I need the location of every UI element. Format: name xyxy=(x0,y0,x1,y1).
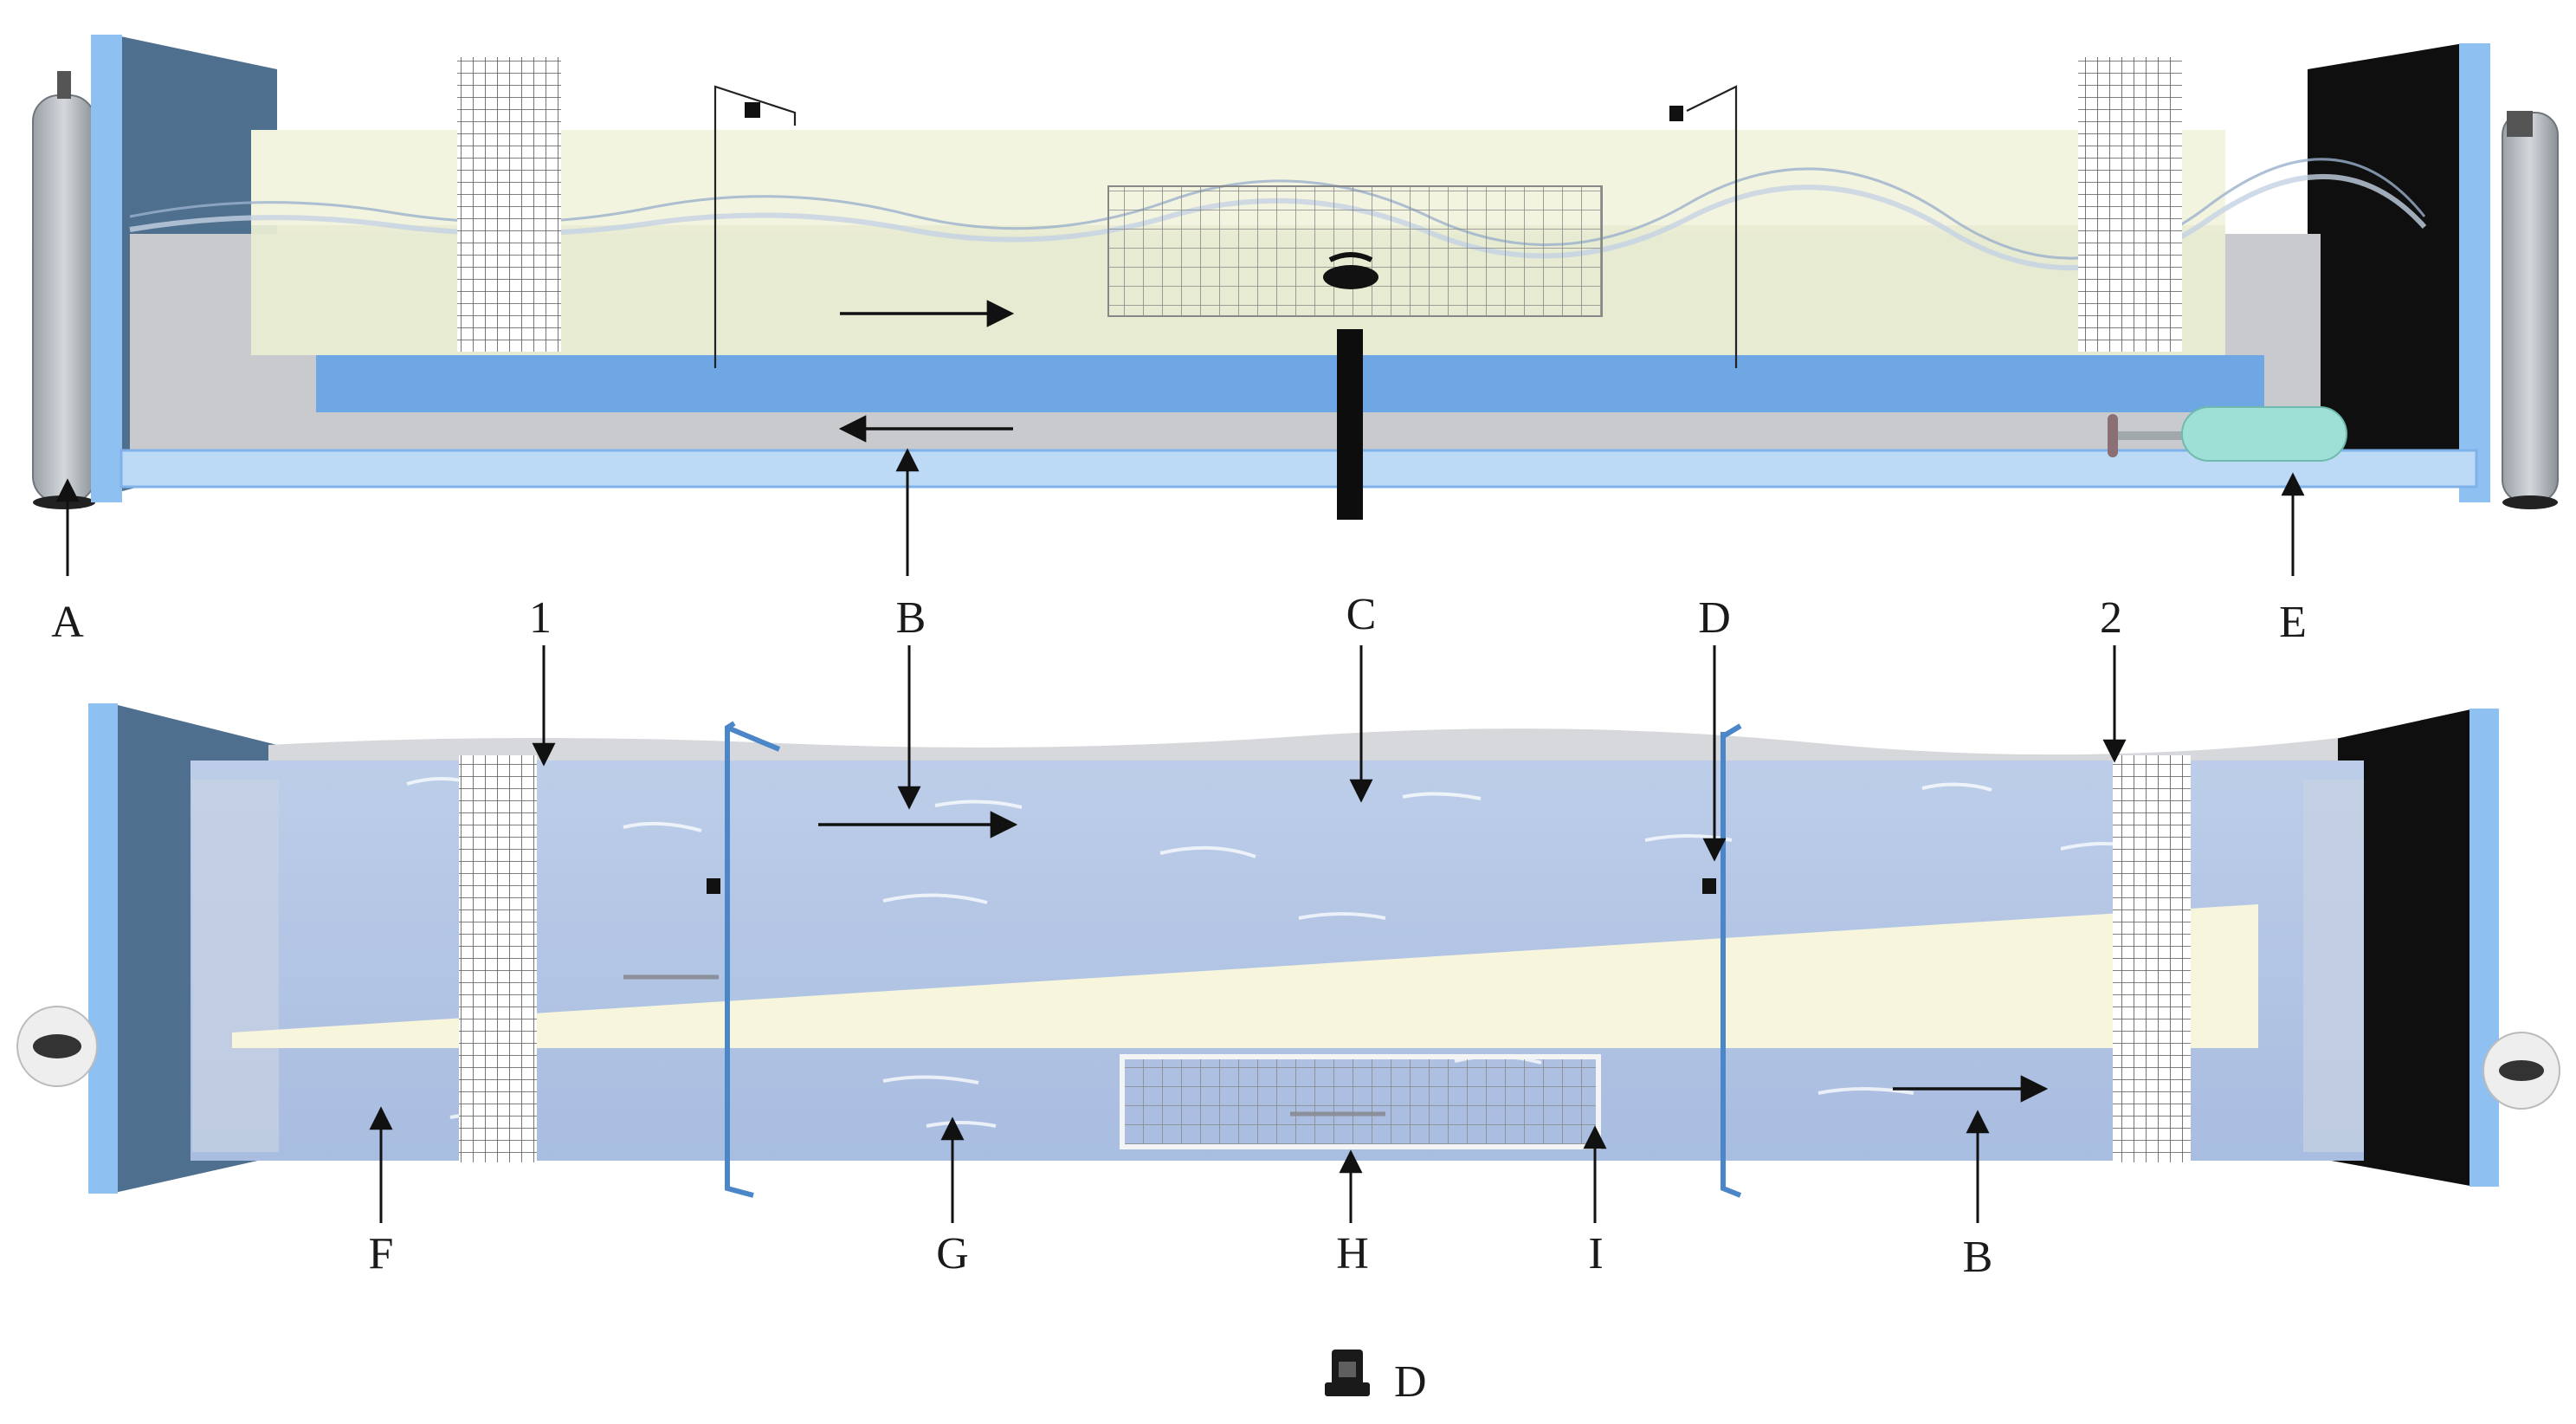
wedge xyxy=(232,904,2258,1048)
camera-icon xyxy=(1702,878,1716,894)
gas-tank-right xyxy=(2502,111,2559,509)
label-1: 1 xyxy=(529,593,552,643)
label-C: C xyxy=(1346,590,1377,639)
side-view xyxy=(32,35,2559,576)
end-wall-right xyxy=(2308,43,2463,485)
screen-2-side xyxy=(2078,57,2182,352)
label-F: F xyxy=(369,1229,394,1278)
label-B-top: B xyxy=(896,593,926,643)
camera-icon xyxy=(745,102,760,118)
label-D-top: D xyxy=(1698,593,1731,643)
camera-icon xyxy=(1325,1350,1370,1396)
label-H: H xyxy=(1336,1229,1369,1278)
camera-icon xyxy=(707,878,720,894)
legend: D xyxy=(1325,1350,1427,1407)
label-E: E xyxy=(2279,598,2307,647)
label-I: I xyxy=(1588,1229,1603,1278)
cage-plan xyxy=(1120,1054,1601,1149)
label-A: A xyxy=(51,598,84,647)
label-2: 2 xyxy=(2100,593,2122,643)
pump xyxy=(2108,406,2347,462)
plan-view xyxy=(16,645,2560,1223)
screen-1-plan xyxy=(459,755,537,1162)
return-channel xyxy=(316,355,2264,412)
screen-2-plan xyxy=(2113,755,2191,1162)
label-B-bottom: B xyxy=(1963,1233,1993,1282)
camera-icon xyxy=(1669,106,1683,121)
label-G: G xyxy=(936,1229,969,1278)
screen-1-side xyxy=(457,57,561,352)
gas-tank-left xyxy=(32,71,96,509)
cage-side xyxy=(1107,185,1603,317)
legend-label: D xyxy=(1394,1357,1427,1407)
